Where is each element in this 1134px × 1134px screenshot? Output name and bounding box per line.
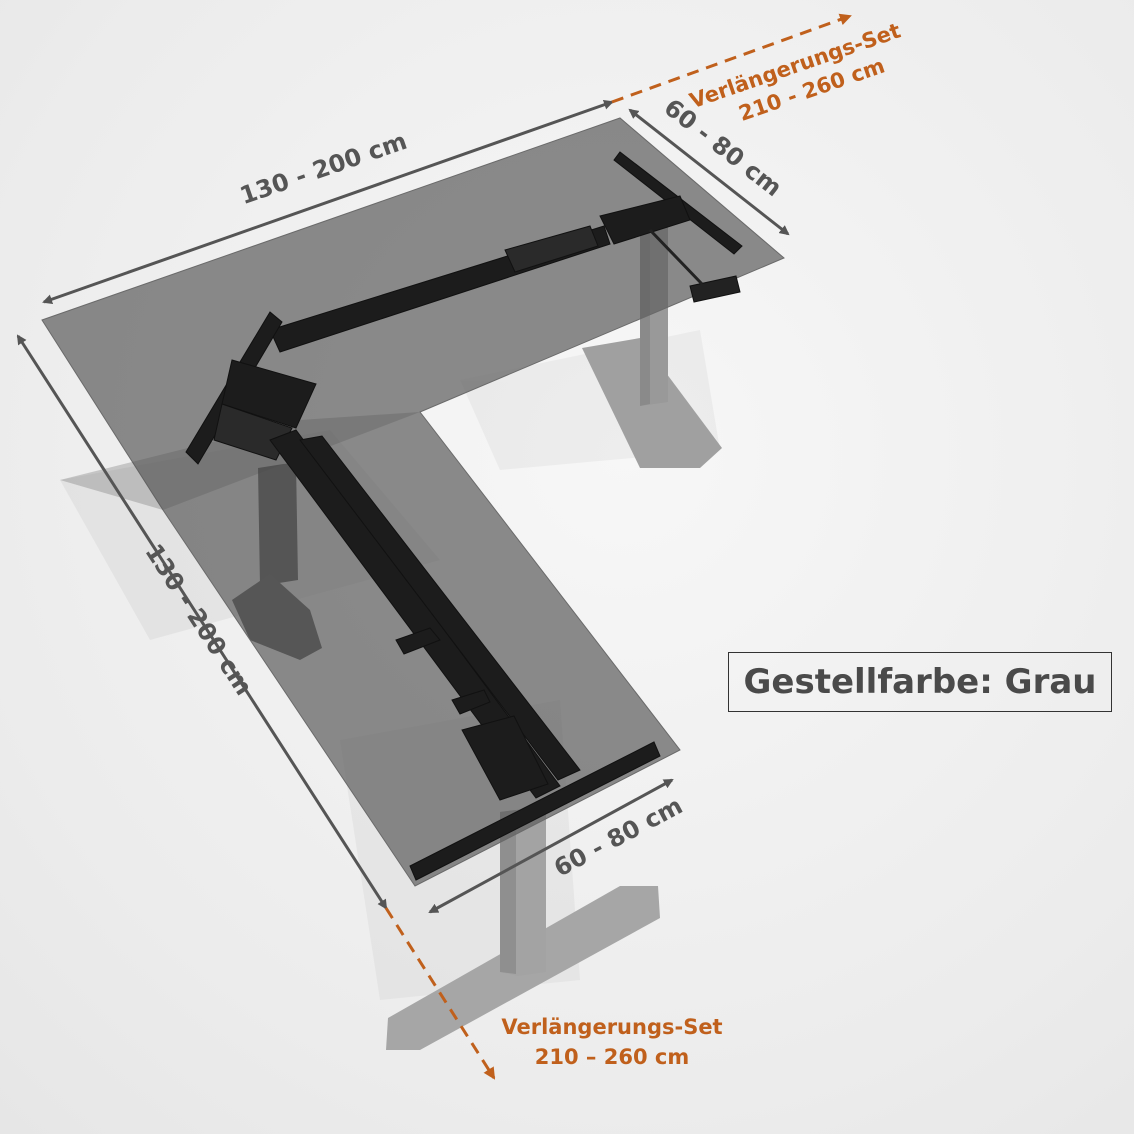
dimension-line-top-length xyxy=(42,99,614,305)
extension-label-top: Verlängerungs-Set 210 - 260 cm xyxy=(687,18,904,125)
dimension-line-top-depth xyxy=(628,108,790,236)
extension-bottom-line1: Verlängerungs-Set xyxy=(501,1015,722,1039)
label-top-length: 130 - 200 cm xyxy=(236,127,410,210)
tabletop xyxy=(41,117,785,887)
dimension-lines xyxy=(16,99,790,914)
extension-line-bottom xyxy=(384,907,496,1080)
frame-color-label: Gestellfarbe: Grau xyxy=(728,652,1112,712)
extension-bottom-line2: 210 – 260 cm xyxy=(535,1045,689,1069)
dimension-line-bottom-depth xyxy=(428,778,674,914)
dimension-line-left-length xyxy=(16,334,388,910)
extension-line-top xyxy=(611,13,852,104)
extension-lines xyxy=(384,13,852,1080)
